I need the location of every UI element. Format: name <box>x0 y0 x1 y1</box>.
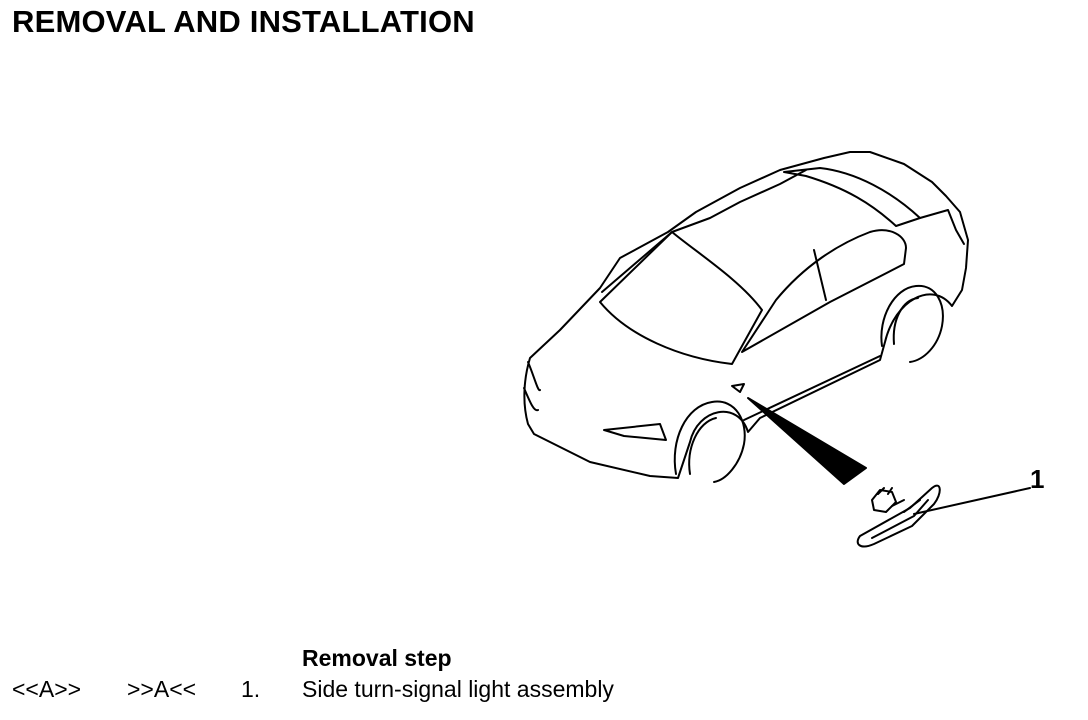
callout-number-1: 1 <box>1030 464 1045 494</box>
side-turn-signal-light-part <box>856 484 941 548</box>
car-headlight <box>603 423 667 441</box>
car-rear-glass <box>783 167 921 227</box>
installation-code: >>A<< <box>127 676 197 702</box>
removal-steps-heading: Removal step <box>302 645 452 671</box>
pointer-wedge <box>747 397 867 485</box>
vehicle-illustration <box>523 151 1031 548</box>
car-body-outline <box>523 151 969 479</box>
page-title: REMOVAL AND INSTALLATION <box>12 4 475 39</box>
car-front-bumper <box>523 361 541 412</box>
car-trunk-line <box>919 209 965 245</box>
car-rear-wheel-inner <box>892 297 919 345</box>
car-front-wheel <box>673 400 746 483</box>
step-number: 1. <box>241 676 261 702</box>
removal-code: <<A>> <box>12 676 82 702</box>
step-name: Side turn-signal light assembly <box>302 676 614 702</box>
car-front-wheel-inner <box>688 417 717 475</box>
car-windshield <box>599 231 763 365</box>
car-roof-line <box>601 169 807 293</box>
car-rear-wheel <box>880 284 944 363</box>
removal-step-row: <<A>> >>A<< 1. Side turn-signal light as… <box>0 676 1088 710</box>
car-side-windows <box>741 229 907 353</box>
callout-leader-line <box>913 487 1031 515</box>
side-marker-location <box>731 383 745 393</box>
car-window-pillar <box>813 249 827 301</box>
